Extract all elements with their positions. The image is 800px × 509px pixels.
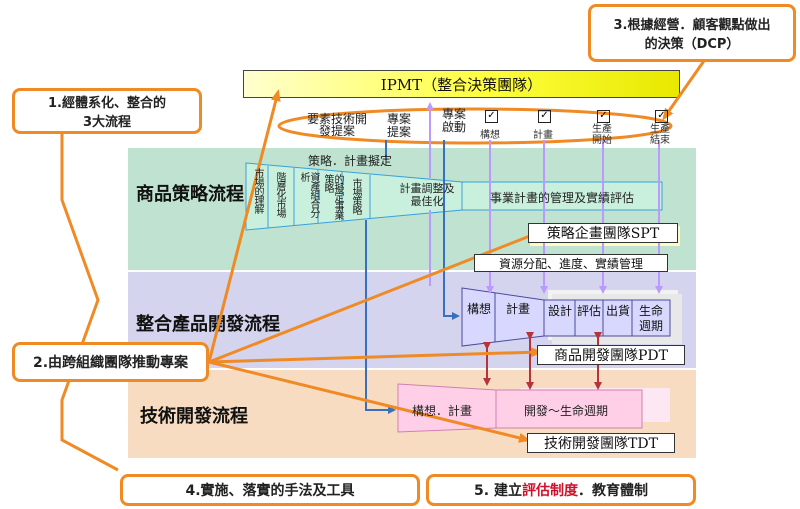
checkbox-production-end-icon: ✓ bbox=[655, 110, 668, 123]
decision-oval bbox=[277, 107, 673, 145]
pdt-team-label: 商品開發團隊PDT bbox=[554, 348, 668, 364]
product-step-ship: 出貨 bbox=[605, 304, 630, 318]
manage-box bbox=[461, 181, 663, 211]
resource-box: 資源分配、進度、實績管理 bbox=[474, 254, 668, 272]
callout-5-prefix: 5. 建立 bbox=[474, 483, 522, 499]
product-step-concept: 構想 bbox=[466, 302, 491, 316]
callout-cross-team: 2.由跨組織團隊推動專案 bbox=[12, 342, 209, 382]
strategy-band-label: 商品策略流程 bbox=[136, 184, 244, 205]
strategy-step-4: 的擬定事業策略 bbox=[322, 174, 343, 219]
callout-methods-tools: 4.實施、落實的手法及工具 bbox=[120, 474, 420, 506]
decision-production-end: 生產結束 bbox=[650, 124, 670, 146]
product-step-plan: 計畫 bbox=[505, 302, 530, 316]
decision-project-launch: 專案啟動 bbox=[441, 107, 466, 134]
decision-concept: 構想 bbox=[480, 130, 500, 141]
tech-step-develop: 開發～生命週期 bbox=[524, 404, 609, 418]
checkbox-concept-icon: ✓ bbox=[485, 110, 498, 123]
callout-3-processes: 1.經體系化、整合的 3大流程 bbox=[12, 88, 202, 134]
callout-3-line2: 的決策（DCP） bbox=[644, 37, 740, 52]
resource-label: 資源分配、進度、實績管理 bbox=[498, 256, 643, 271]
strategy-step-2: 階層化市場 bbox=[274, 172, 285, 217]
callout-1-line2: 3大流程 bbox=[82, 115, 132, 130]
callout-3-line1: 3.根據經營．顧客觀點做出 bbox=[613, 18, 771, 33]
strategy-optimize: 計畫調整及最佳化 bbox=[399, 182, 455, 208]
spt-team-box: 策略企畫團隊SPT bbox=[528, 223, 678, 243]
callout-1-line1: 1.經體系化、整合的 bbox=[48, 96, 166, 111]
callout-5-suffix: ．教育體制 bbox=[577, 483, 648, 499]
strategy-manage: 事業計畫的管理及實績評估 bbox=[489, 191, 634, 205]
product-step-evaluate: 評估 bbox=[577, 304, 602, 318]
ipmt-label: IPMT（整合決策團隊） bbox=[380, 75, 543, 94]
strategy-step-1: 市場的理解 bbox=[252, 168, 263, 213]
callout-dcp: 3.根據經營．顧客觀點做出 的決策（DCP） bbox=[588, 4, 796, 62]
callout-5-highlight: 評估制度 bbox=[521, 483, 578, 499]
checkbox-production-start-icon: ✓ bbox=[597, 110, 610, 123]
callout-4-label: 4.實施、落實的手法及工具 bbox=[185, 483, 355, 499]
callout-evaluation: 5. 建立 評估制度 ．教育體制 bbox=[426, 474, 696, 506]
strategy-step-5: 市場策略 bbox=[350, 178, 361, 214]
tech-band-label: 技術開發流程 bbox=[140, 406, 248, 427]
checkbox-plan-icon: ✓ bbox=[538, 110, 551, 123]
strategy-step-3: 資產組合分析 bbox=[298, 172, 319, 217]
tdt-team-box: 技術開發團隊TDT bbox=[527, 433, 675, 453]
decision-plan: 計畫 bbox=[533, 130, 553, 141]
tech-step-plan: 構想．計畫 bbox=[412, 404, 473, 418]
pdt-team-box: 商品開發團隊PDT bbox=[537, 345, 685, 365]
tdt-team-label: 技術開發團隊TDT bbox=[544, 436, 658, 452]
strategy-header: 策略．計畫擬定 bbox=[308, 154, 393, 168]
product-band-label: 整合產品開發流程 bbox=[136, 314, 280, 335]
ipmt-bar: IPMT（整合決策團隊） bbox=[243, 70, 680, 98]
product-step-design: 設計 bbox=[547, 304, 572, 318]
product-step-lifecycle: 生命週期 bbox=[638, 304, 663, 333]
spt-team-label: 策略企畫團隊SPT bbox=[546, 226, 660, 242]
callout-2-label: 2.由跨組織團隊推動專案 bbox=[32, 355, 189, 371]
decision-production-start: 生產開始 bbox=[592, 124, 612, 146]
decision-project-proposal: 專案提案 bbox=[386, 112, 411, 139]
decision-tech-proposal: 要素技術開發提案 bbox=[306, 112, 367, 138]
